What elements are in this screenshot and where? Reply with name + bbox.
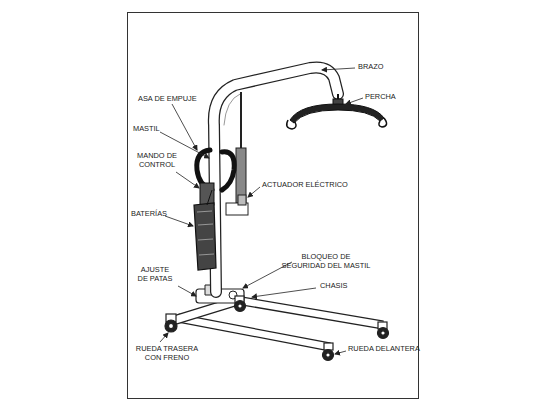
part-label: BATERÍAS [131,210,167,219]
part-label: ASA DE EMPUJE [138,95,197,104]
leader-lines [160,68,363,354]
part-label: BLOQUEO DE SEGURIDAD DEL MASTIL [280,253,372,270]
part-label: PERCHA [365,93,396,102]
batteries-and-control [194,183,216,270]
part-label: CHASIS [320,282,348,291]
part-label: ACTUADOR ELÉCTRICO [262,181,348,190]
part-label: BRAZO [358,63,383,72]
part-label: AJUSTE DE PATAS [135,266,175,283]
part-label: MANDO DE CONTROL [134,152,180,169]
frame [128,13,419,399]
part-label: RUEDA TRASERA CON FRENO [131,345,203,362]
part-label: RUEDA DELANTERA [348,345,420,354]
chassis [175,285,383,347]
part-label: MASTIL [133,125,160,134]
